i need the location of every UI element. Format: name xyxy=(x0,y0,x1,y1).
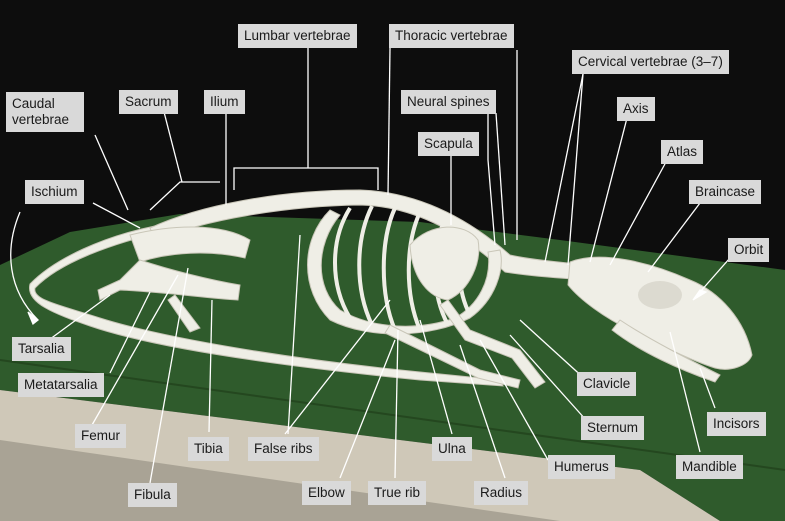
label-ilium: Ilium xyxy=(204,90,245,114)
label-neural-spines: Neural spines xyxy=(401,90,496,114)
foreleg xyxy=(439,299,546,389)
label-ulna: Ulna xyxy=(432,437,472,461)
label-mandible: Mandible xyxy=(676,455,743,479)
label-false-ribs: False ribs xyxy=(248,437,319,461)
hind-leg xyxy=(97,259,241,301)
pelvis xyxy=(129,226,251,263)
tail-bones xyxy=(29,225,504,387)
label-tarsalia: Tarsalia xyxy=(12,337,71,361)
label-femur: Femur xyxy=(75,424,127,448)
label-sternum: Sternum xyxy=(581,416,645,440)
mandible xyxy=(611,319,721,383)
label-radius: Radius xyxy=(474,481,529,505)
label-braincase: Braincase xyxy=(689,180,762,204)
ribcage xyxy=(307,209,502,335)
scapula xyxy=(409,226,480,301)
skeleton xyxy=(29,189,753,389)
label-incisors: Incisors xyxy=(707,412,766,436)
label-thoracic-vertebrae: Thoracic vertebrae xyxy=(389,24,514,48)
label-caudal-vertebrae: Caudal vertebrae xyxy=(6,92,84,132)
label-humerus: Humerus xyxy=(548,455,615,479)
label-atlas: Atlas xyxy=(661,140,704,164)
label-lumbar-vertebrae: Lumbar vertebrae xyxy=(238,24,357,48)
label-clavicle: Clavicle xyxy=(577,372,637,396)
leader-lines xyxy=(10,47,738,484)
label-true-rib: True rib xyxy=(368,481,427,505)
label-scapula: Scapula xyxy=(418,132,479,156)
label-cervical-vertebrae: Cervical vertebrae (3–7) xyxy=(572,50,729,74)
label-sacrum: Sacrum xyxy=(119,90,178,114)
label-ischium: Ischium xyxy=(25,180,84,204)
label-elbow: Elbow xyxy=(302,481,351,505)
label-metatarsalia: Metatarsalia xyxy=(18,373,104,397)
label-orbit: Orbit xyxy=(728,238,770,262)
label-tibia: Tibia xyxy=(188,437,229,461)
label-axis: Axis xyxy=(617,97,655,121)
label-fibula: Fibula xyxy=(128,483,177,507)
